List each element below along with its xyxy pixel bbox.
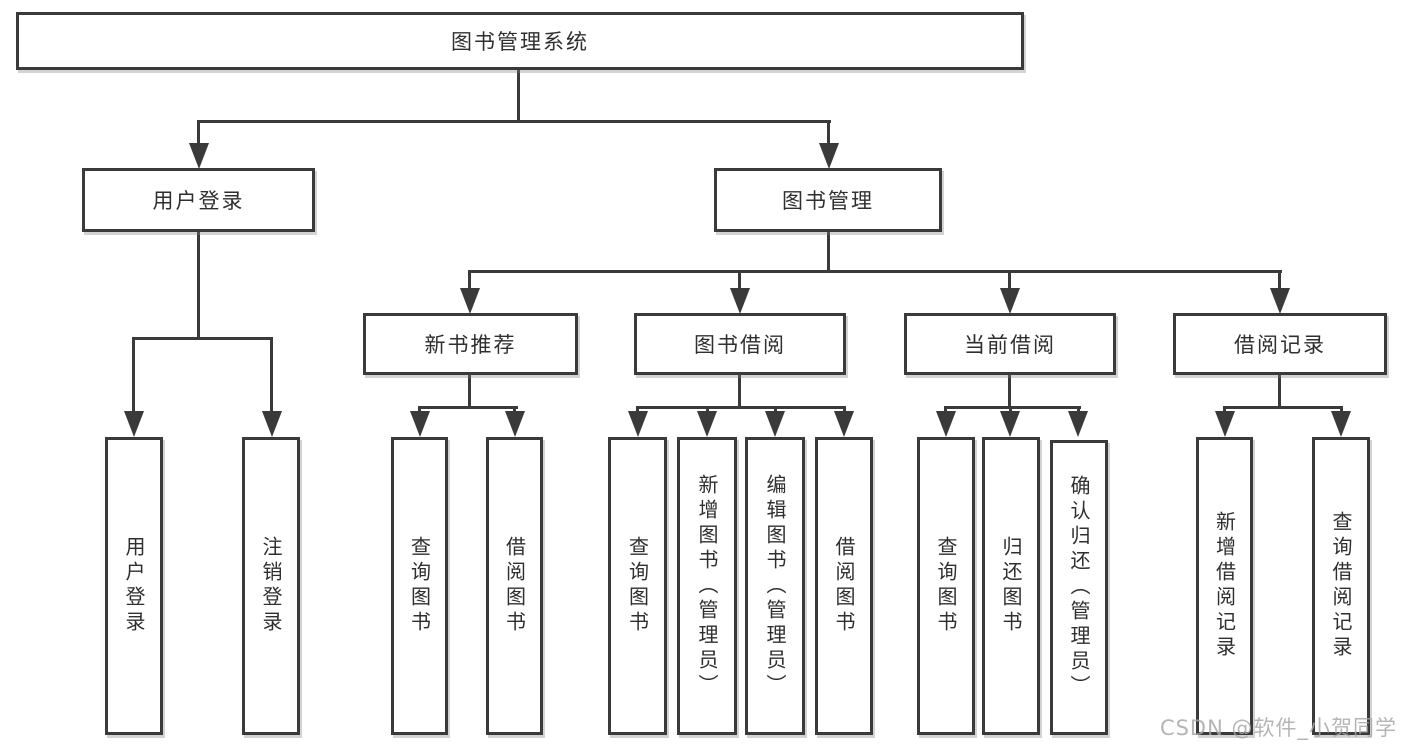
connector (738, 375, 741, 409)
arrow-down-icon (936, 411, 956, 437)
connector (517, 70, 520, 122)
connector (270, 337, 273, 413)
node-label: 图书管理系统 (451, 30, 589, 54)
connector (132, 337, 273, 340)
leaf-borrow-add-books-admin: 新增图书（管理员） (677, 437, 737, 735)
connector (944, 406, 1081, 409)
node-label: 借阅图书 (502, 536, 527, 636)
node-label: 确认归还（管理员） (1067, 475, 1091, 700)
leaf-current-return-books: 归还图书 (982, 437, 1040, 735)
node-label: 新书推荐 (424, 333, 517, 357)
arrow-down-icon (1331, 411, 1351, 437)
connector (1278, 270, 1281, 290)
node-book-borrowing: 图书借阅 (634, 313, 846, 375)
node-label: 借阅图书 (832, 536, 856, 636)
connector (827, 120, 830, 145)
connector (468, 375, 471, 409)
connector (636, 406, 846, 409)
connector (1340, 406, 1343, 414)
node-label: 新增借阅记录 (1212, 511, 1237, 661)
node-current-borrowing: 当前借阅 (904, 313, 1116, 375)
arrow-down-icon (1215, 411, 1235, 437)
leaf-borrow-borrow-books: 借阅图书 (815, 437, 873, 735)
node-label: 查询图书 (934, 536, 958, 636)
leaf-user-login: 用户登录 (105, 437, 163, 735)
arrow-down-icon (505, 411, 525, 437)
leaf-borrow-query-books: 查询图书 (608, 437, 667, 735)
arrow-down-icon (124, 411, 144, 437)
connector (1009, 406, 1012, 414)
arrow-down-icon (819, 143, 839, 169)
leaf-borrow-edit-books-admin: 编辑图书（管理员） (745, 437, 805, 735)
arrow-down-icon (262, 411, 282, 437)
arrow-down-icon (628, 411, 648, 437)
connector (197, 232, 200, 339)
node-borrow-records: 借阅记录 (1173, 313, 1387, 375)
node-new-book-recommend: 新书推荐 (363, 313, 578, 375)
connector (513, 406, 516, 414)
leaf-newbook-borrow-books: 借阅图书 (486, 437, 543, 735)
leaf-current-confirm-return-admin: 确认归还（管理员） (1050, 440, 1108, 735)
connector (468, 270, 471, 290)
connector (738, 270, 741, 290)
arrow-down-icon (765, 411, 785, 437)
arrow-down-icon (1068, 411, 1088, 437)
connector (706, 406, 709, 414)
watermark: CSDN @软件_小贺同学 (1159, 716, 1397, 740)
connector (774, 406, 777, 414)
node-label: 用户登录 (122, 536, 146, 636)
arrow-down-icon (730, 288, 750, 314)
connector (1223, 406, 1226, 414)
leaf-records-query-record: 查询借阅记录 (1312, 437, 1370, 735)
connector (468, 270, 1282, 273)
arrow-down-icon (1000, 288, 1020, 314)
node-label: 注销登录 (259, 536, 283, 636)
connector (1223, 406, 1343, 409)
node-user-login: 用户登录 (82, 168, 315, 232)
arrow-down-icon (189, 143, 209, 169)
arrow-down-icon (410, 411, 430, 437)
node-label: 查询图书 (625, 536, 650, 636)
arrow-down-icon (1270, 288, 1290, 314)
node-label: 借阅记录 (1234, 333, 1326, 357)
connector (944, 406, 947, 414)
leaf-newbook-query-books: 查询图书 (391, 437, 448, 735)
connector (1278, 375, 1281, 409)
connector (132, 337, 135, 413)
node-label: 新增图书（管理员） (695, 473, 719, 699)
node-label: 查询借阅记录 (1329, 511, 1353, 661)
connector (418, 406, 518, 409)
node-label: 归还图书 (999, 536, 1023, 636)
connector (197, 120, 831, 123)
connector (843, 406, 846, 414)
connector (827, 232, 830, 273)
connector (418, 406, 421, 414)
node-label: 查询图书 (407, 536, 432, 636)
node-label: 用户登录 (152, 189, 245, 213)
node-library-system: 图书管理系统 (16, 12, 1024, 70)
connector (1008, 270, 1011, 290)
node-label: 图书借阅 (694, 333, 786, 357)
arrow-down-icon (697, 411, 717, 437)
leaf-records-add-record: 新增借阅记录 (1196, 437, 1253, 735)
arrow-down-icon (460, 288, 480, 314)
connector (1077, 406, 1080, 414)
node-label: 编辑图书（管理员） (763, 473, 787, 699)
node-label: 图书管理 (782, 189, 874, 213)
node-label: 当前借阅 (964, 333, 1056, 357)
leaf-current-query-books: 查询图书 (917, 437, 975, 735)
leaf-logout: 注销登录 (242, 437, 300, 735)
connector (197, 120, 200, 145)
connector (636, 406, 639, 414)
arrow-down-icon (834, 411, 854, 437)
node-book-management: 图书管理 (714, 168, 942, 232)
connector (1008, 375, 1011, 409)
arrow-down-icon (1000, 411, 1020, 437)
